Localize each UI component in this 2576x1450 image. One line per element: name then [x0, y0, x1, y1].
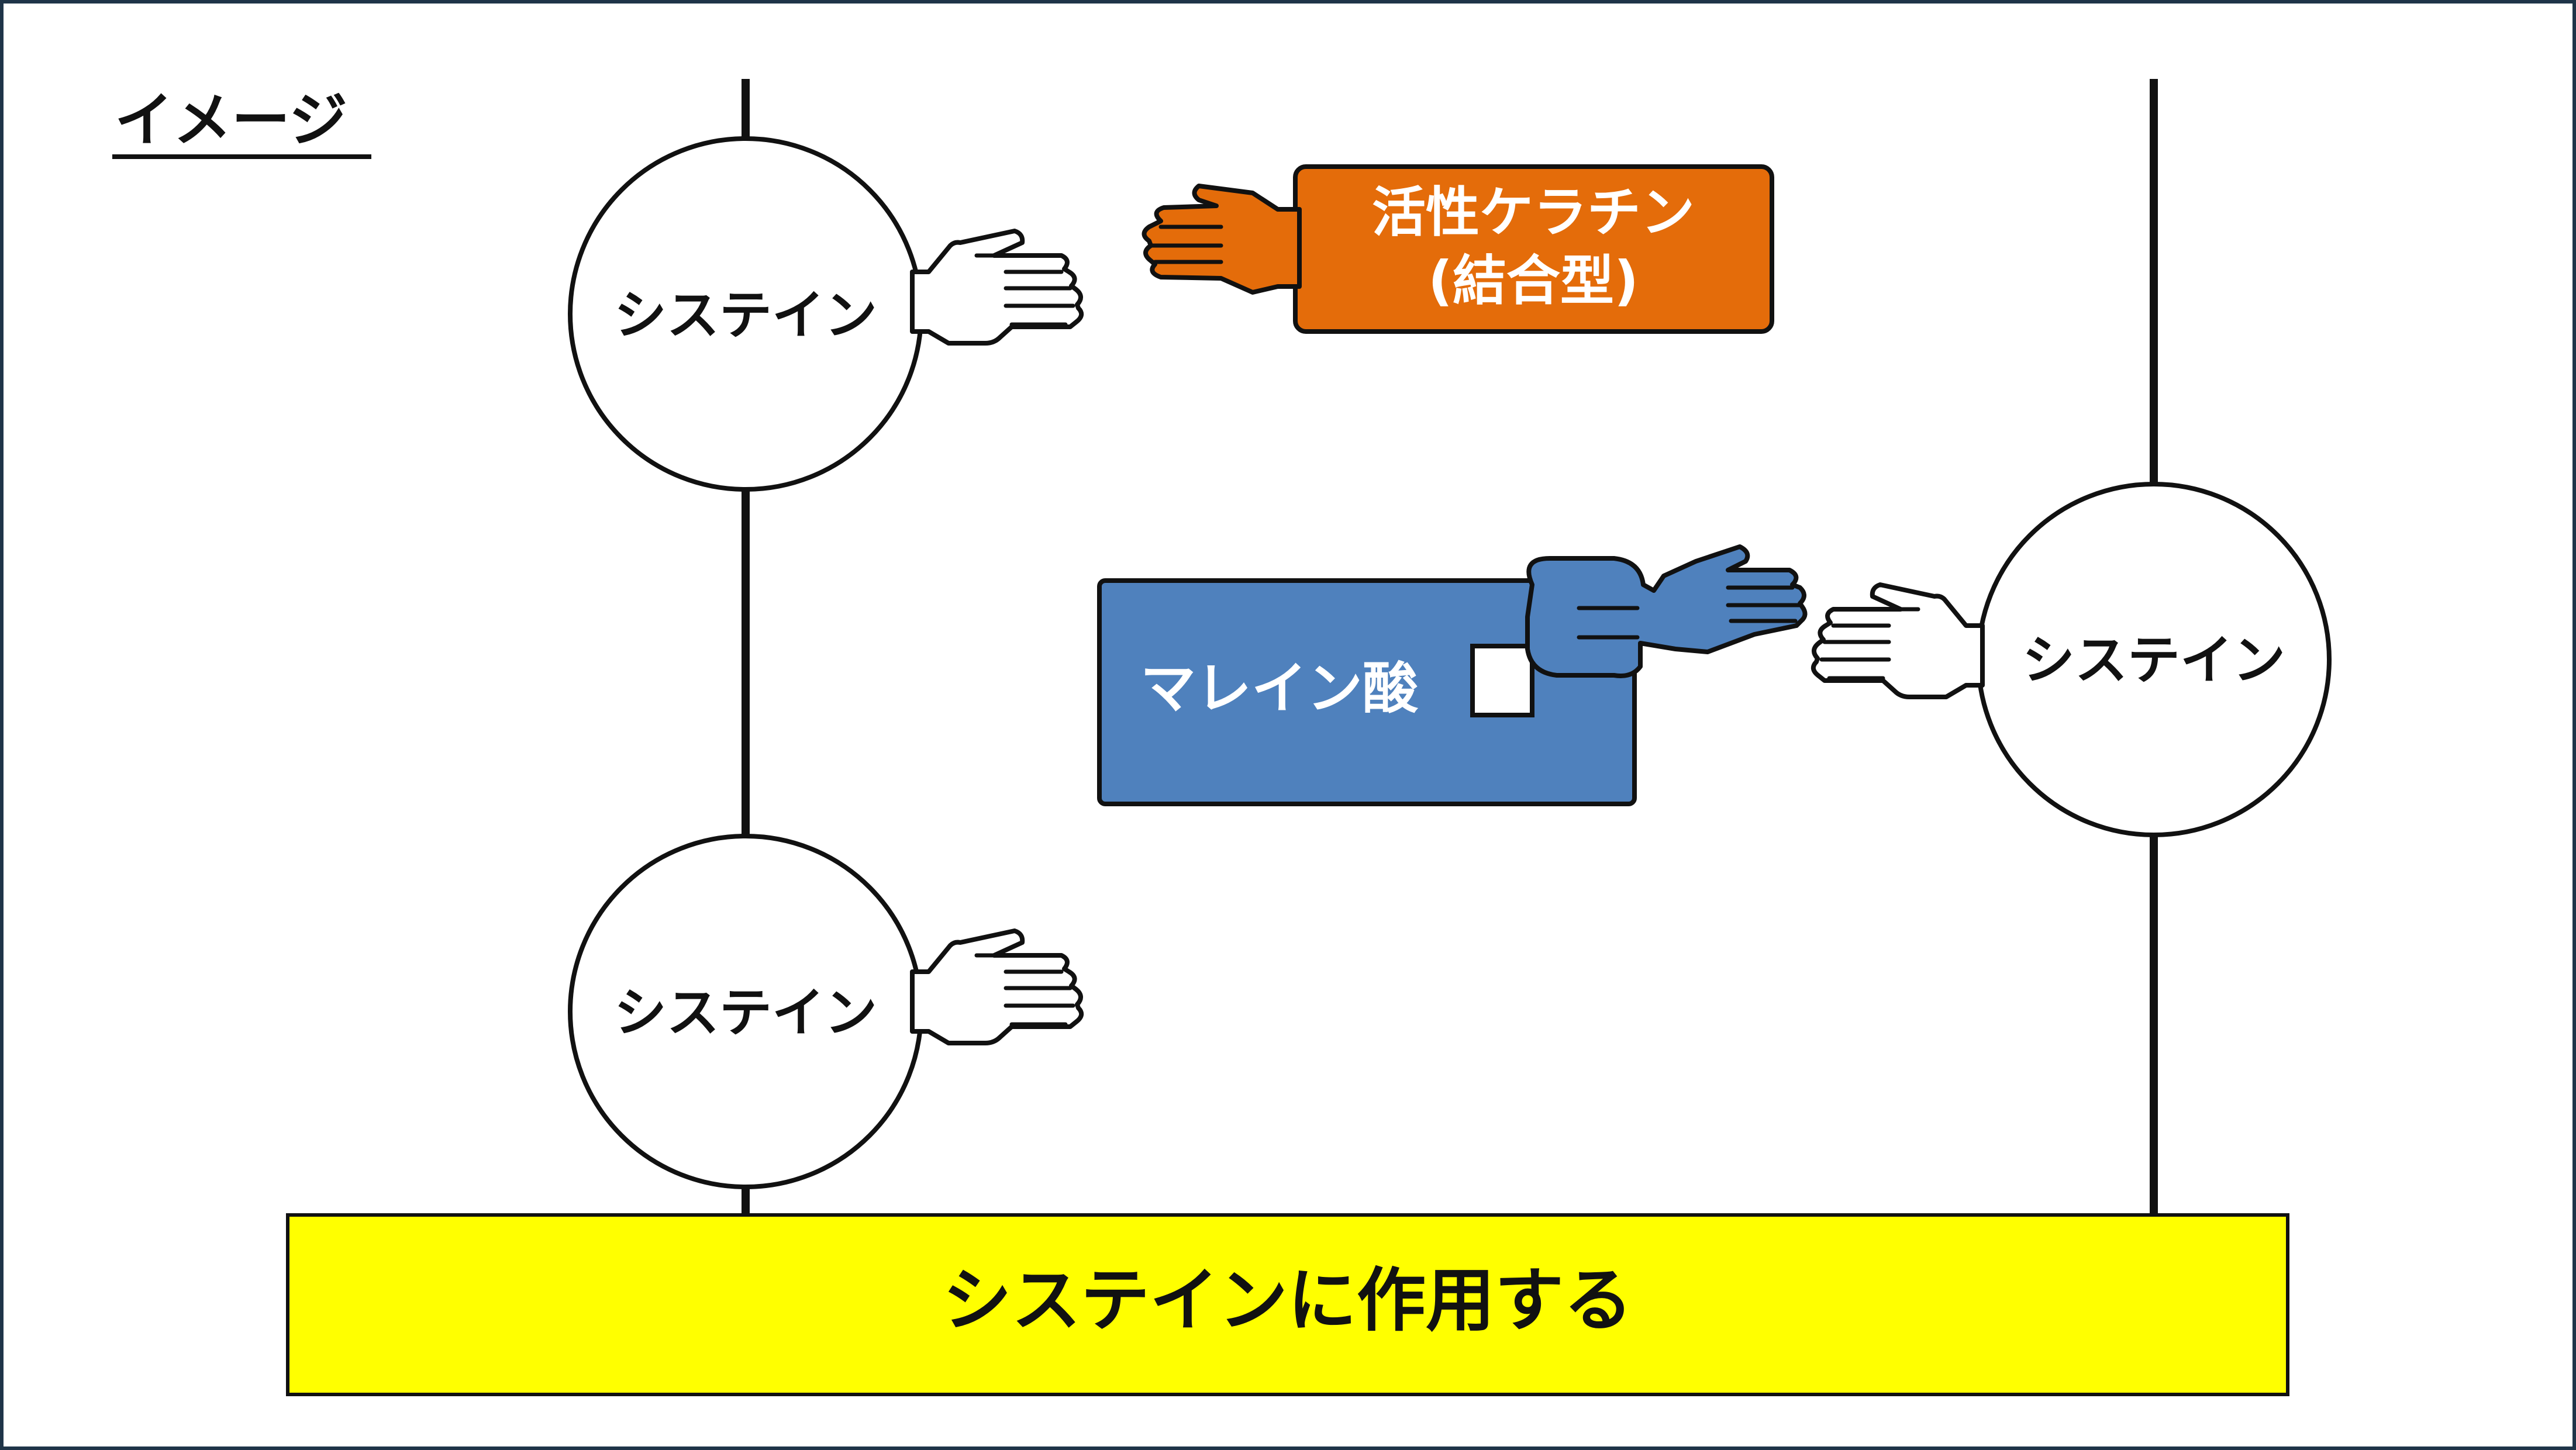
orange-hand-icon: [1142, 184, 1302, 295]
cysteine-label: システイン: [614, 982, 877, 1044]
cysteine-top-left: システイン: [568, 136, 923, 492]
action-bar: システインに作用する: [286, 1213, 2289, 1396]
keratin-label-line2: (結合型): [1428, 250, 1639, 312]
maleic-acid-box: [1097, 578, 1637, 806]
cysteine-right: システイン: [1976, 482, 2332, 837]
action-bar-label: システインに作用する: [943, 1260, 1633, 1341]
maleic-acid-label: マレイン酸: [1140, 657, 1419, 721]
maleic-acid: マレイン酸: [1097, 544, 1808, 806]
blue-fist-icon: [1525, 544, 1808, 678]
action-bar-box: [286, 1213, 2289, 1396]
activated-keratin: 活性ケラチン (結合型): [1142, 164, 1774, 334]
keratin-label-line1: 活性ケラチン: [1372, 181, 1695, 244]
bond-socket-icon: [1470, 644, 1534, 717]
cysteine-label: システイン: [614, 285, 877, 346]
cysteine-label: システイン: [2022, 630, 2285, 691]
cysteine-bottom-left: システイン: [568, 834, 923, 1189]
heading: イメージ: [115, 86, 347, 154]
